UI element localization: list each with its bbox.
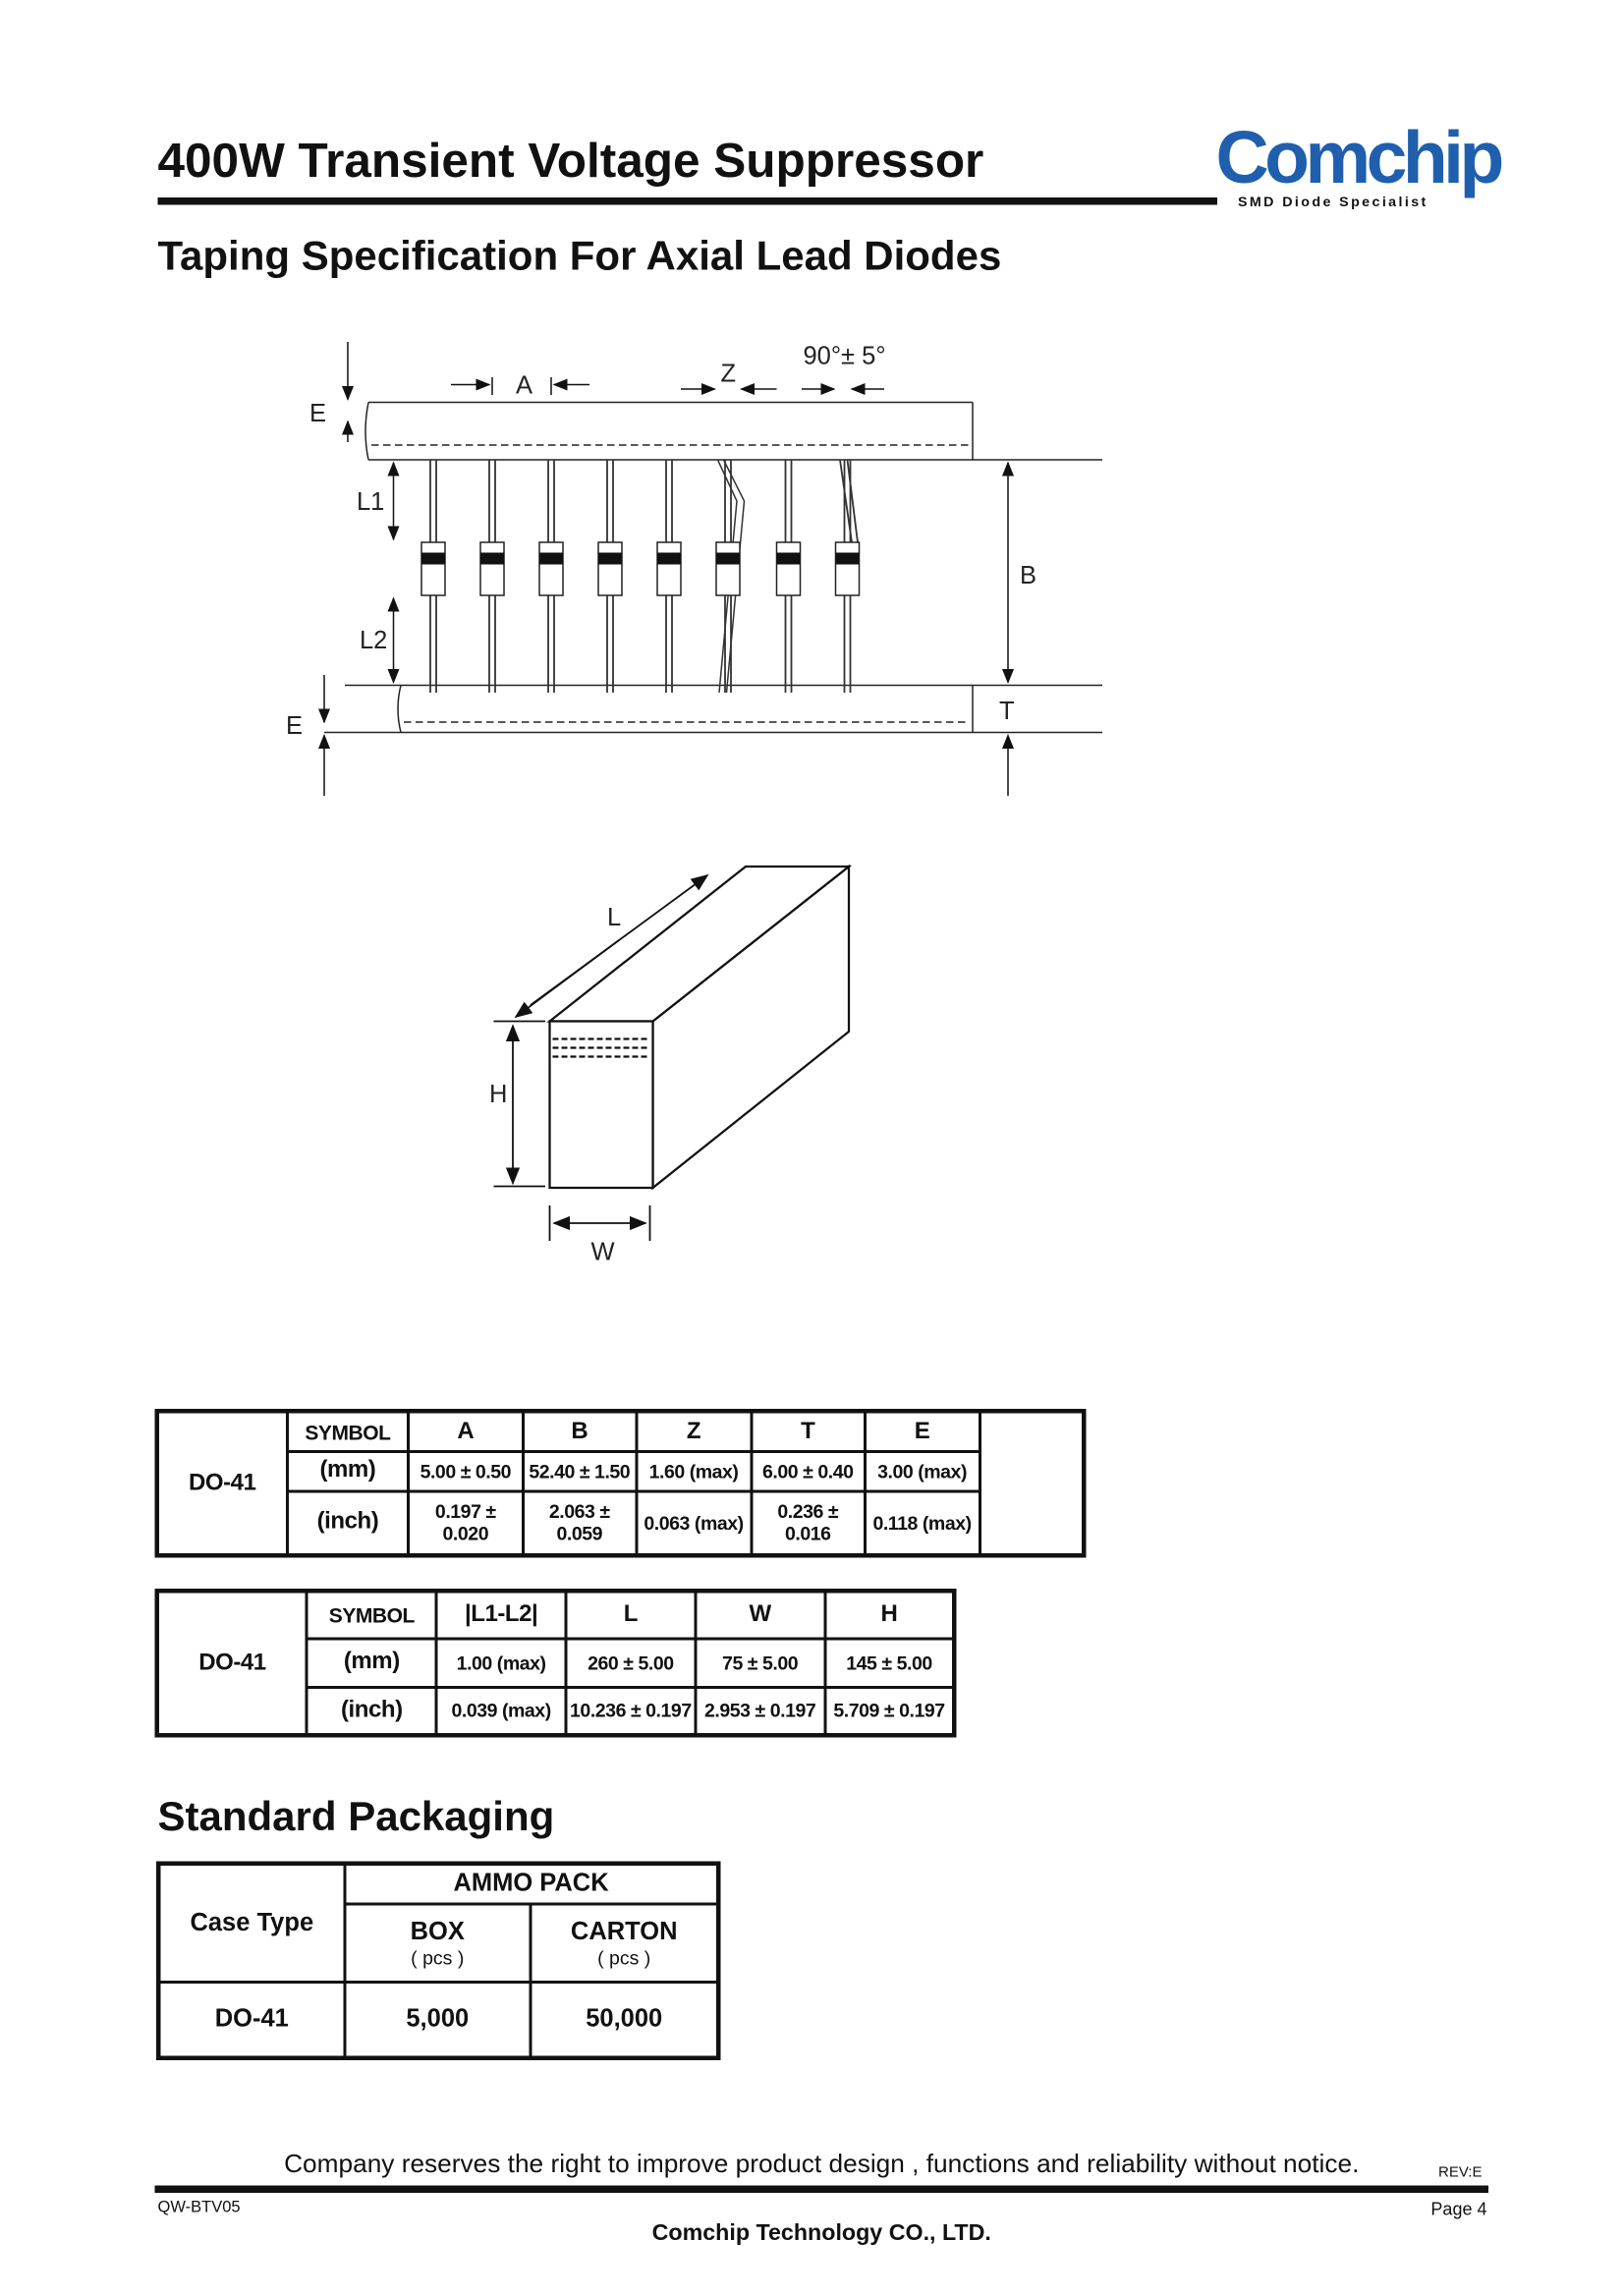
ammo-pack-header: AMMO PACK bbox=[343, 1862, 720, 1905]
value-cell: 5.709 ± 0.197 bbox=[822, 1685, 956, 1737]
value-cell: 0.063 (max) bbox=[635, 1489, 753, 1557]
page-number: Page 4 bbox=[1430, 2199, 1487, 2219]
carton-header: CARTON( pcs ) bbox=[529, 1901, 720, 1984]
header-cell: T bbox=[749, 1409, 867, 1453]
label-box-l: L bbox=[607, 904, 621, 931]
header-cell: SYMBOL bbox=[305, 1589, 438, 1642]
header-cell: W bbox=[694, 1589, 826, 1642]
carton-qty: 50,000 bbox=[529, 1980, 720, 2060]
case-type-header: Case Type bbox=[156, 1862, 347, 1984]
case-cell: DO-41 bbox=[155, 1409, 289, 1557]
packaging-table: Case Type AMMO PACK BOX( pcs ) CARTON( p… bbox=[156, 1861, 721, 2060]
value-cell: 2.953 ± 0.197 bbox=[694, 1685, 826, 1737]
taping-diagram: A Z 90°± 5° E L1 L2 E B T L H W bbox=[286, 342, 1102, 1266]
table-row: (inch) 0.039 (max) 10.236 ± 0.197 2.953 … bbox=[157, 1685, 956, 1737]
label-t: T bbox=[999, 698, 1015, 725]
value-cell: 0.118 (max) bbox=[863, 1489, 981, 1557]
table-row: DO-41 5,000 50,000 bbox=[156, 1980, 720, 2060]
taping-spec-table-2: DO-41 SYMBOL |L1-L2| L W H (mm) 1.00 (ma… bbox=[154, 1589, 957, 1738]
table-row: (mm) 5.00 ± 0.50 52.40 ± 1.50 1.60 (max)… bbox=[157, 1450, 1085, 1493]
header-cell: L bbox=[564, 1589, 698, 1642]
header-cell: E bbox=[863, 1409, 981, 1453]
footer-rule bbox=[154, 2185, 1488, 2193]
table-row: (mm) 1.00 (max) 260 ± 5.00 75 ± 5.00 145… bbox=[157, 1638, 956, 1689]
header-cell: Z bbox=[635, 1409, 753, 1453]
value-cell: 10.236 ± 0.197 bbox=[564, 1685, 698, 1737]
value-cell: 145 ± 5.00 bbox=[822, 1638, 956, 1689]
table-row: DO-41 SYMBOL |L1-L2| L W H bbox=[155, 1589, 956, 1737]
company-name: Comchip Technology CO., LTD. bbox=[651, 2220, 991, 2247]
header-cell: |L1-L2| bbox=[434, 1589, 568, 1642]
header-cell: A bbox=[407, 1409, 525, 1453]
table-row: DO-41 SYMBOL A B Z T E bbox=[155, 1409, 1085, 1557]
table-row: Case Type AMMO PACK bbox=[156, 1862, 720, 1984]
footer-notice: Company reserves the right to improve pr… bbox=[284, 2149, 1360, 2178]
header-cell: H bbox=[822, 1589, 956, 1642]
label-e-top: E bbox=[309, 400, 326, 427]
label-z: Z bbox=[721, 361, 737, 388]
unit-label: ( pcs ) bbox=[597, 1945, 651, 1969]
label-l2: L2 bbox=[360, 627, 387, 654]
value-cell: 2.063 ± 0.059 bbox=[521, 1489, 639, 1557]
value-cell: 0.039 (max) bbox=[434, 1685, 568, 1737]
unit-cell: (mm) bbox=[285, 1450, 411, 1493]
value-cell: 5.00 ± 0.50 bbox=[407, 1450, 525, 1493]
carton-label: CARTON bbox=[570, 1916, 678, 1945]
ammo-box-drawing bbox=[493, 864, 853, 1241]
header-cell: SYMBOL bbox=[285, 1409, 411, 1453]
packaging-heading: Standard Packaging bbox=[157, 1793, 555, 1840]
value-cell: 0.236 ± 0.016 bbox=[749, 1489, 867, 1557]
label-a: A bbox=[516, 372, 532, 400]
logo-word: Comchip bbox=[1215, 116, 1505, 199]
dimension-arrows bbox=[318, 342, 1014, 796]
label-e-bottom: E bbox=[286, 712, 303, 740]
value-cell: 1.60 (max) bbox=[635, 1450, 753, 1493]
label-b: B bbox=[1020, 562, 1036, 589]
value-cell: 0.197 ± 0.020 bbox=[407, 1489, 525, 1557]
revision: REV:E bbox=[1438, 2164, 1483, 2182]
doc-code: QW-BTV05 bbox=[157, 2199, 241, 2216]
box-qty: 5,000 bbox=[343, 1980, 532, 2060]
header-cell: B bbox=[521, 1409, 639, 1453]
label-angle: 90°± 5° bbox=[804, 343, 886, 370]
value-cell: 260 ± 5.00 bbox=[564, 1638, 698, 1689]
title-rule bbox=[157, 197, 1217, 205]
value-cell: 6.00 ± 0.40 bbox=[749, 1450, 867, 1493]
box-header: BOX( pcs ) bbox=[343, 1901, 532, 1984]
table-row: BOX( pcs ) CARTON( pcs ) bbox=[158, 1901, 720, 1984]
unit-cell: (mm) bbox=[305, 1638, 438, 1689]
section-title: Taping Specification For Axial Lead Diod… bbox=[157, 233, 1002, 279]
label-box-h: H bbox=[489, 1081, 507, 1108]
tape-lines bbox=[324, 401, 1102, 734]
comchip-logo: Comchip SMD Diode Specialist bbox=[1216, 117, 1505, 215]
case-cell: DO-41 bbox=[156, 1980, 347, 2060]
taping-spec-table-1: DO-41 SYMBOL A B Z T E (mm) 5.00 ± 0.50 … bbox=[154, 1409, 1087, 1558]
value-cell: 52.40 ± 1.50 bbox=[521, 1450, 639, 1493]
unit-cell: (inch) bbox=[285, 1489, 411, 1557]
diode-bodies bbox=[420, 541, 861, 596]
value-cell: 3.00 (max) bbox=[863, 1450, 981, 1493]
value-cell: 75 ± 5.00 bbox=[694, 1638, 826, 1689]
table-row: (inch) 0.197 ± 0.020 2.063 ± 0.059 0.063… bbox=[157, 1489, 1085, 1557]
page-title: 400W Transient Voltage Suppressor bbox=[157, 133, 984, 188]
label-box-w: W bbox=[591, 1239, 615, 1266]
logo-tagline: SMD Diode Specialist bbox=[1238, 195, 1428, 211]
unit-label: ( pcs ) bbox=[411, 1945, 465, 1969]
unit-cell: (inch) bbox=[305, 1685, 438, 1737]
value-cell: 1.00 (max) bbox=[434, 1638, 568, 1689]
label-l1: L1 bbox=[357, 488, 384, 516]
box-label: BOX bbox=[410, 1916, 465, 1945]
case-cell: DO-41 bbox=[155, 1589, 308, 1737]
